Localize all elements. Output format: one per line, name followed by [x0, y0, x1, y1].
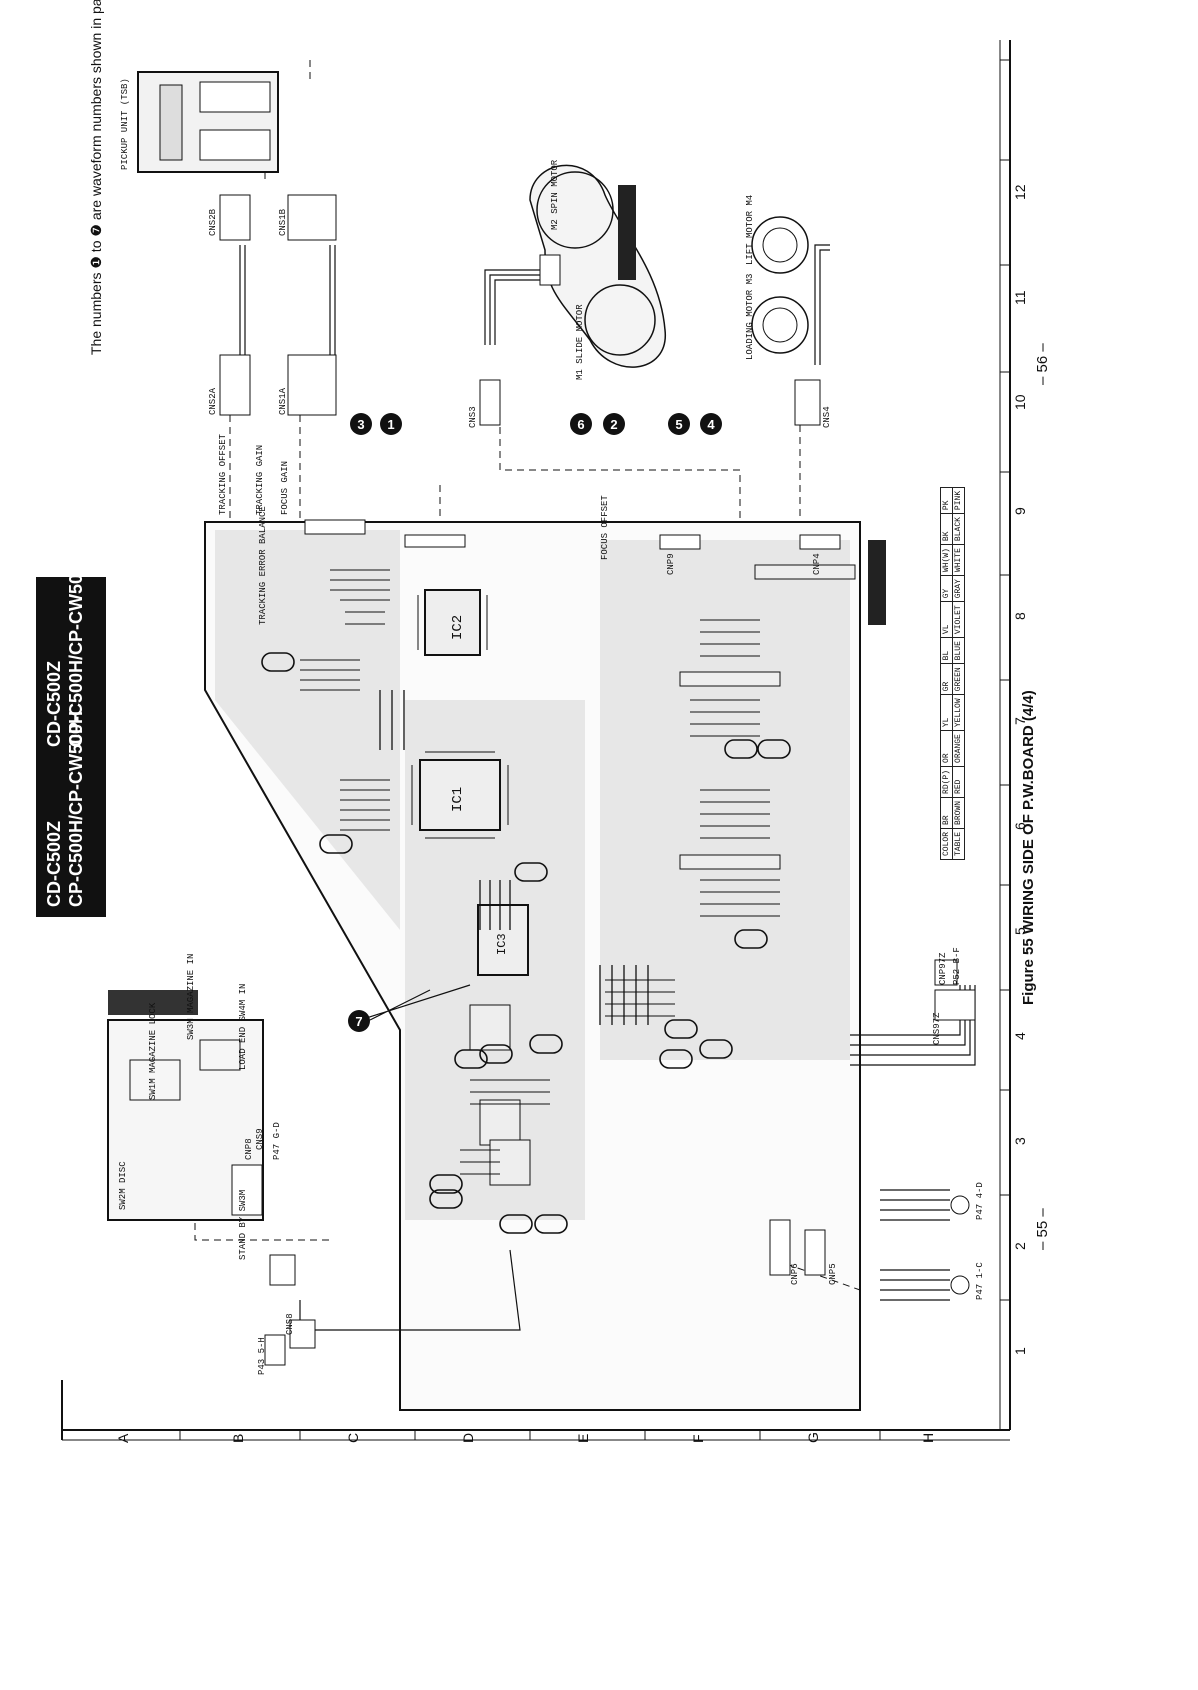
- cnp4-label: CNP4: [812, 553, 822, 575]
- cns1b-label: CNS1B: [278, 208, 288, 236]
- magazine-lock-label: SW1M MAGAZINE LOCK: [148, 1002, 158, 1100]
- color-name-cell: BLUE: [952, 637, 965, 664]
- cns1a-label: CNS1A: [278, 387, 288, 415]
- ref-c-label: P47 4-D: [975, 1182, 985, 1220]
- spin-motor-label: M2 SPIN MOTOR: [550, 159, 560, 230]
- grid-number: 1: [1012, 1347, 1028, 1355]
- p43-label: P43 5-H: [257, 1337, 267, 1375]
- color-name-cell: YELLOW: [952, 694, 965, 731]
- tracking-gain-label: TRACKING GAIN: [255, 444, 265, 515]
- cns8-label: CNS8: [285, 1313, 295, 1335]
- stand-by-label: STAND BY SW3M: [238, 1189, 248, 1260]
- waveform-marker: 1: [380, 413, 402, 435]
- grid-letter: H: [920, 1432, 936, 1443]
- lift-motor-label: LIFT MOTOR M4: [745, 194, 755, 265]
- grid-number: 4: [1012, 1032, 1028, 1040]
- cns2b-label: CNS2B: [208, 208, 218, 236]
- grid-number: 2: [1012, 1242, 1028, 1250]
- waveform-marker: 7: [348, 1010, 370, 1032]
- loading-motor-label: LOADING MOTOR M3: [745, 273, 755, 360]
- ic1-label: IC1: [450, 786, 466, 812]
- grid-number: 5: [1012, 927, 1028, 935]
- grid-letter: G: [805, 1432, 821, 1443]
- grid-number: 8: [1012, 612, 1028, 620]
- grid-letter: E: [575, 1433, 591, 1443]
- model-title-box: CD-C500Z CP-C500H/CP-CW500H CD-C500Z CP-…: [36, 551, 106, 917]
- grid-number: 12: [1012, 184, 1028, 200]
- grid-number: 9: [1012, 507, 1028, 515]
- color-code-cell: PK: [940, 487, 953, 514]
- grid-number: 11: [1012, 290, 1028, 305]
- color-code-cell: BR: [940, 797, 953, 829]
- cns2a-label: CNS2A: [208, 387, 218, 415]
- color-name-cell: VIOLET: [952, 601, 965, 638]
- cnp5-label: CNP5: [828, 1263, 838, 1285]
- grid-letter: B: [230, 1433, 246, 1443]
- tracking-balance-label: TRACKING ERROR BALANCE: [258, 506, 268, 625]
- color-name-cell: RED: [952, 766, 965, 798]
- grid-number: 10: [1012, 394, 1028, 410]
- color-code-cell: RD(P): [940, 766, 953, 798]
- tracking-offset-label: TRACKING OFFSET: [218, 433, 228, 515]
- color-name-cell: WHITE: [952, 544, 965, 576]
- cnp97z-label: CNP97Z: [938, 952, 948, 985]
- color-name-cell: ORANGE: [952, 730, 965, 767]
- grid-letter: C: [345, 1432, 361, 1443]
- waveform-marker: 3: [350, 413, 372, 435]
- color-name-cell: GREEN: [952, 663, 965, 695]
- waveform-marker: 5: [668, 413, 690, 435]
- color-code-cell: GR: [940, 663, 953, 695]
- disc-switch-label: SW2M DISC: [118, 1161, 128, 1210]
- color-code-cell: WH(W): [940, 544, 953, 576]
- grid-number: 6: [1012, 822, 1028, 830]
- color-name-cell: TABLE: [952, 828, 965, 860]
- load-end-label: LOAD END SW4M IN: [238, 983, 248, 1070]
- color-code-cell: BK: [940, 513, 953, 545]
- color-name-cell: BROWN: [952, 797, 965, 829]
- magazine-label: SW3M MAGAZINE IN: [186, 953, 196, 1040]
- grid-number: 7: [1012, 717, 1028, 725]
- ic2-label: IC2: [450, 614, 466, 640]
- pickup-label: PICKUP UNIT (TSB): [120, 78, 130, 170]
- cnp6-label: CNP6: [790, 1263, 800, 1285]
- color-code-cell: OR: [940, 730, 953, 767]
- cnp9-label: CNP9: [666, 553, 676, 575]
- grid-letter: F: [690, 1434, 706, 1443]
- color-code-cell: GY: [940, 575, 953, 602]
- color-name-cell: GRAY: [952, 575, 965, 602]
- color-code-cell: COLOR: [940, 828, 953, 860]
- cnp97z-ref-label: P52 B-F: [952, 947, 962, 985]
- cns4-label: CNS4: [822, 406, 832, 428]
- ic3-label: IC3: [495, 933, 509, 955]
- cns9-label: CNS9: [255, 1128, 265, 1150]
- ref-b-label: P47 1-C: [975, 1262, 985, 1300]
- color-code-cell: VL: [940, 601, 953, 638]
- color-code-cell: YL: [940, 694, 953, 731]
- focus-gain-label: FOCUS GAIN: [280, 460, 290, 515]
- grid-number: 3: [1012, 1137, 1028, 1145]
- color-name-cell: PINK: [952, 487, 965, 514]
- focus-offset-label: FOCUS OFFSET: [600, 495, 610, 560]
- waveform-marker: 2: [603, 413, 625, 435]
- color-code-cell: BL: [940, 637, 953, 664]
- grid-letter: D: [460, 1432, 476, 1443]
- cns9-ref-label: P47 G-D: [272, 1122, 282, 1160]
- waveform-marker: 4: [700, 413, 722, 435]
- cns3-label: CNS3: [468, 406, 478, 428]
- color-name-cell: BLACK: [952, 513, 965, 545]
- cnp9-small-label: CNP8: [244, 1138, 254, 1160]
- waveform-marker: 6: [570, 413, 592, 435]
- slide-motor-label: M1 SLIDE MOTOR: [575, 304, 585, 380]
- grid-letter: A: [115, 1433, 131, 1443]
- cns97z-label: CNS97Z: [932, 1012, 942, 1045]
